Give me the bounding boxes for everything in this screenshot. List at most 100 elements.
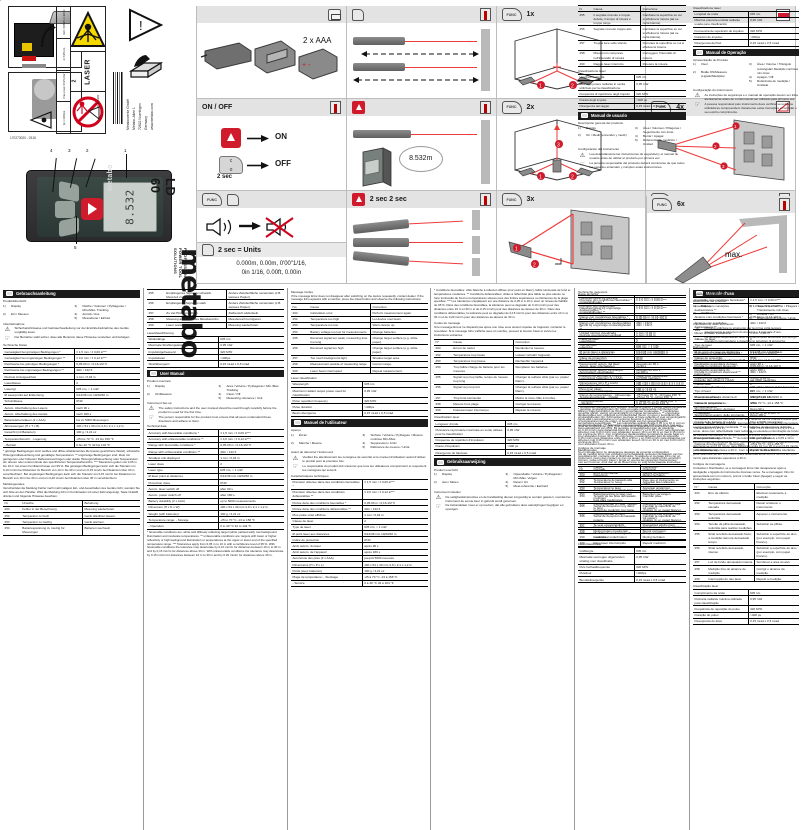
table-row: Rango con condiciones favorables *0,05-6… [578, 312, 686, 321]
laser-title: Classificação laser [693, 583, 719, 588]
device-brand-logo: metabo [107, 164, 114, 191]
message-cause: Tensión de las pilas demasiado baja para… [592, 492, 642, 504]
spec-key: Wavelength [291, 380, 363, 388]
target-wall-bot [471, 258, 480, 277]
display-value: 8.532 [123, 189, 137, 225]
device-housing: 8.532 metabo [26, 164, 172, 242]
battery-insert-label [8, 6, 82, 68]
spec-key: Dimensiones (Al x P x Anch) [578, 378, 635, 387]
footnotes: * favourable conditions are: white and d… [147, 530, 284, 558]
ovw-text: Área / Volume / Triângulo rectangular/ M… [757, 62, 798, 75]
message-correction: Messung wiederholen. [82, 505, 140, 514]
panel-header [346, 98, 496, 116]
spec-value: ± 1,5 mm / ± 0,06 in*** [748, 296, 799, 304]
panel-battery: 2 x AAA + - [197, 6, 347, 99]
column-header: Correzione [640, 4, 686, 13]
spec-key: Duración de las pilas (2 x AAA) [578, 372, 635, 381]
ovw-num: 2) [291, 440, 294, 445]
message-correction: Change target surface (e.g. white paper)… [370, 344, 428, 356]
warning-note-2: ☞A pessoa responsável pelo instrumento d… [693, 102, 799, 114]
message-correction: Messung wiederholen. [226, 321, 284, 330]
spec-key: Gama de temperaturas: - Armazenamento [693, 399, 749, 411]
spec-value: after 90 s [218, 485, 284, 493]
message-code: 257 [578, 523, 593, 531]
spec-value: 0,95 mW [748, 16, 799, 28]
spec-value: 40m / 132 ft [74, 366, 140, 375]
laser-title: Laser classification [291, 375, 317, 380]
product-overview: 1)Visor 2)Botão ON/Measure (Ligado/Mediç… [693, 62, 799, 86]
warning-text: Lea detenidamente las instrucciones de s… [589, 152, 679, 161]
callout-line-5 [76, 216, 77, 244]
ovw-text: Referência de medição / Unidade [757, 78, 791, 87]
laser-class-label: IEC 60825-1:2014 λ=635nm Pav,max=0,95mW … [56, 6, 106, 134]
svg-text:!: ! [139, 18, 143, 33]
message-correction: Correggere l'intervallo di misura. [640, 49, 686, 62]
spec-key: Maximale Strahlungsleistung [147, 341, 219, 349]
spec-value: 100 g / 3,21 oz [748, 393, 799, 401]
device-photo: 170273020 - 0318 8.532 metabo [10, 136, 206, 357]
spec-value: IP40 [748, 354, 799, 362]
message-cause: Demasiada luz de fondo [592, 523, 642, 531]
warning-text: Sicherheitshinweise und Gebrauchsanleitu… [14, 326, 129, 335]
device-key-clear[interactable] [55, 201, 75, 218]
svg-text:1: 1 [539, 174, 542, 180]
warning-note-2: ☞De behandelaar moet er op toezien, dat … [434, 503, 571, 511]
device-key-func[interactable] [59, 180, 79, 203]
panel-func-3x: FUNC 3x [496, 191, 647, 284]
spec-value: 0,05-60 m / 0,16-197 ft [748, 312, 799, 321]
message-cause: Error en el cálculo [592, 469, 642, 478]
ovw-num: 4) [749, 74, 752, 79]
spec-key: Precisión con condiciones favorables * [578, 296, 635, 304]
ovw-num: 2) [3, 311, 6, 316]
spec-value: 635 nm, < 1 mW [218, 466, 284, 474]
spec-key: Laserklasse [3, 379, 75, 387]
ovw-text: Marche / Mesure [299, 440, 322, 445]
message-correction: Sombrear a área do alvo. [754, 558, 799, 567]
message-correction: Calentar el instrumento. [640, 486, 686, 494]
table-row: Dimension (H x D x W)100 x 54 x 30 mm 3,… [147, 503, 284, 511]
device-measure-button[interactable] [81, 198, 103, 220]
spec-value: up to 5000 measurements [218, 497, 284, 505]
message-correction: Changer la surface cible (par ex. papier… [513, 373, 571, 385]
ovw-num: 5) [74, 315, 78, 320]
reference-icon [779, 198, 790, 211]
svg-text:1: 1 [539, 84, 542, 90]
message-code: 257 [291, 354, 309, 362]
message-code: 257 [147, 309, 165, 317]
spec-key: Tipo de laser [693, 341, 749, 349]
spec-value: 0,95 mW [218, 341, 284, 349]
message-correction: Repeat measurement. [370, 367, 428, 375]
read-manual-icon: ☞ [4, 335, 11, 342]
spec-value: ± 1,5 mm / ± 0,06 in*** [634, 296, 686, 304]
units-list: 0.000m, 0.00m, 0'00"1/16, 0in 1/16, 0.00… [197, 260, 346, 278]
laser-title: Classificazione laser [693, 5, 721, 10]
message-correction: Cambiare la superficie su cui si effettu… [640, 25, 686, 41]
on-off-header-label: ON / OFF [202, 103, 233, 111]
setup-title: Avant de démarrer l'instrument [291, 450, 334, 455]
message-correction: Substituir a superfície do alvo (por exe… [754, 530, 799, 546]
table-row: Máxima potencia emitida radiante usada p… [693, 16, 799, 28]
message-code: 254 [693, 520, 707, 532]
spec-value: >400 ps [634, 96, 686, 104]
ovw-num: 1) [291, 432, 294, 437]
spec-key: Desligação automática do instrumento [693, 366, 749, 378]
message-cause: Temperatur zu niedrig [20, 518, 83, 526]
spec-key: Laser class [147, 460, 219, 468]
footnotes: * condiciones favorables son: objetivo r… [578, 405, 686, 444]
spec-key: Rango con condiciones desfavorables ** [578, 319, 635, 331]
message-code: 260 [578, 539, 593, 547]
message-correction: Oscurare la superficie su cui si effettu… [640, 39, 686, 51]
specs-table-de: Genauigkeit bei günstigen Bedingungen *±… [3, 348, 140, 449]
message-code: 258 [578, 49, 593, 62]
